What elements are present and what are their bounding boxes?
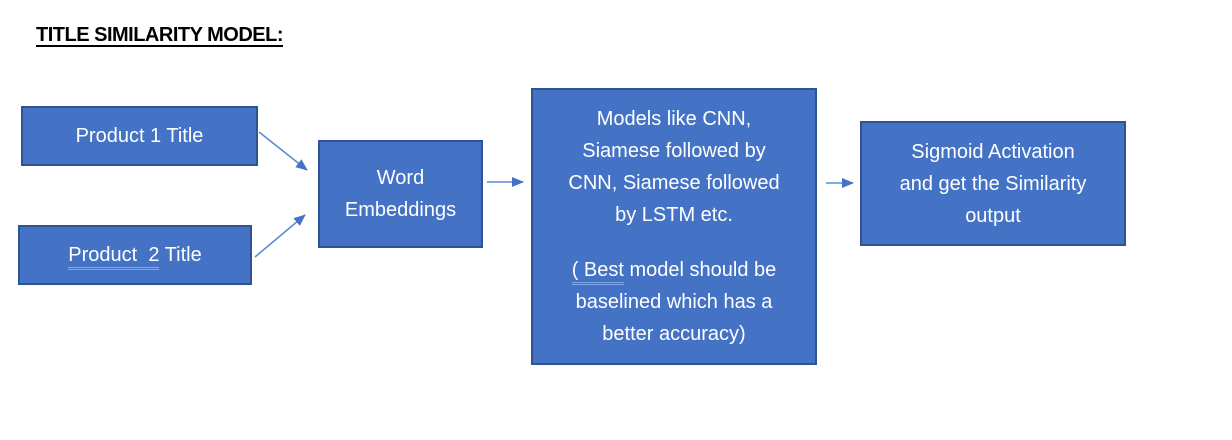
models-line: CNN, Siamese followed <box>568 172 780 194</box>
connector-product2-to-embeddings <box>254 214 306 258</box>
box-product1-title: Product 1 Title <box>21 106 258 166</box>
product2-label-rest: Title <box>159 244 202 266</box>
models-note-underlined: ( Best <box>571 259 624 285</box>
box-sigmoid-output: Sigmoid Activation and get the Similarit… <box>860 121 1126 246</box>
models-note-line3: better accuracy) <box>602 323 746 345</box>
models-line: Models like CNN, <box>596 108 752 130</box>
word-embeddings-line1: Word <box>376 167 425 189</box>
box-product2-title: Product 2 Title <box>18 225 252 285</box>
word-embeddings-line2: Embeddings <box>344 199 457 221</box>
models-line: Siamese followed by <box>582 140 766 162</box>
product1-label: Product 1 Title <box>75 125 204 147</box>
diagram-title: TITLE SIMILARITY MODEL: <box>36 24 284 46</box>
box-word-embeddings: Word Embeddings <box>318 140 483 248</box>
models-note-paragraph: ( Best model should be baselined which h… <box>571 254 777 350</box>
connector-product1-to-embeddings <box>258 131 308 171</box>
sigmoid-line: output <box>965 204 1021 227</box>
sigmoid-line: Sigmoid Activation <box>911 140 1075 163</box>
models-line: by LSTM etc. <box>615 204 733 226</box>
product2-label-underlined: Product 2 <box>68 244 160 270</box>
sigmoid-line: and get the Similarity <box>899 172 1087 195</box>
box-models-description: Models like CNN, Siamese followed by CNN… <box>531 88 817 365</box>
models-paragraph: Models like CNN, Siamese followed by CNN… <box>568 103 779 231</box>
models-note-line1-rest: model should be <box>623 259 777 281</box>
models-note-line2: baselined which has a <box>575 291 773 313</box>
